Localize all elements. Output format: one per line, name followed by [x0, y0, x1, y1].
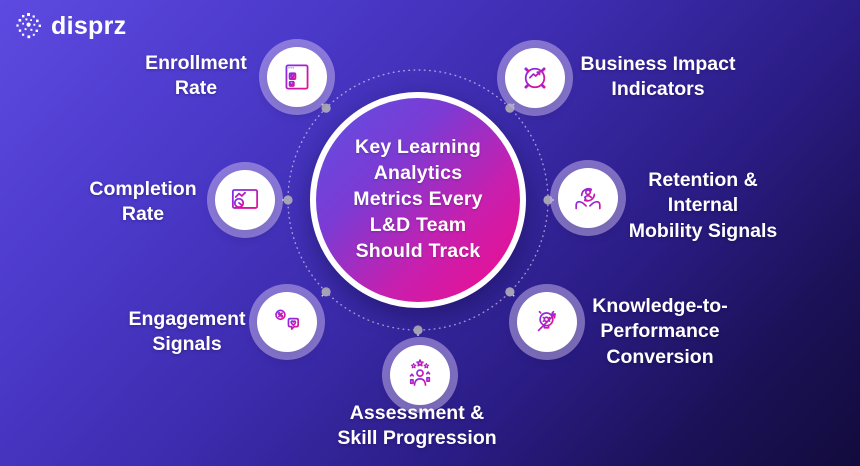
bulb-gear-arrow-icon	[537, 308, 556, 332]
disprz-dots-logo-icon	[16, 13, 41, 39]
registration-form-icon	[285, 64, 309, 90]
person-stars-growth-icon	[409, 359, 431, 386]
center-title: Key Learning Analytics Metrics Every L&D…	[353, 136, 483, 262]
node-retention-mobility	[558, 168, 618, 228]
label-completion-rate: Completion Rate	[89, 178, 197, 226]
brand-logo-text: disprz	[51, 11, 127, 40]
brand-logo: disprz	[14, 11, 126, 41]
label-knowledge-performance: Knowledge-to- Performance Conversion	[592, 295, 728, 368]
percent-bars-heart-icon	[275, 309, 300, 332]
label-retention-mobility: Retention & Internal Mobility Signals	[628, 169, 778, 242]
node-enrollment-rate	[267, 47, 327, 107]
gear-analytics-icon	[520, 63, 550, 93]
label-business-impact: Business Impact Indicators	[580, 53, 736, 101]
node-business-impact	[505, 48, 565, 108]
label-enrollment-rate: Enrollment Rate	[145, 52, 247, 100]
hands-holding-person-cycle-icon	[575, 188, 601, 211]
node-engagement-signals	[257, 292, 317, 352]
node-assessment-skill	[390, 345, 450, 405]
node-knowledge-performance	[517, 292, 577, 352]
label-engagement-signals: Engagement Signals	[128, 308, 246, 356]
node-completion-rate	[215, 170, 275, 230]
label-assessment-skill: Assessment & Skill Progression	[337, 402, 497, 450]
center-circle: Key Learning Analytics Metrics Every L&D…	[310, 92, 526, 308]
dashboard-report-icon	[231, 189, 259, 209]
